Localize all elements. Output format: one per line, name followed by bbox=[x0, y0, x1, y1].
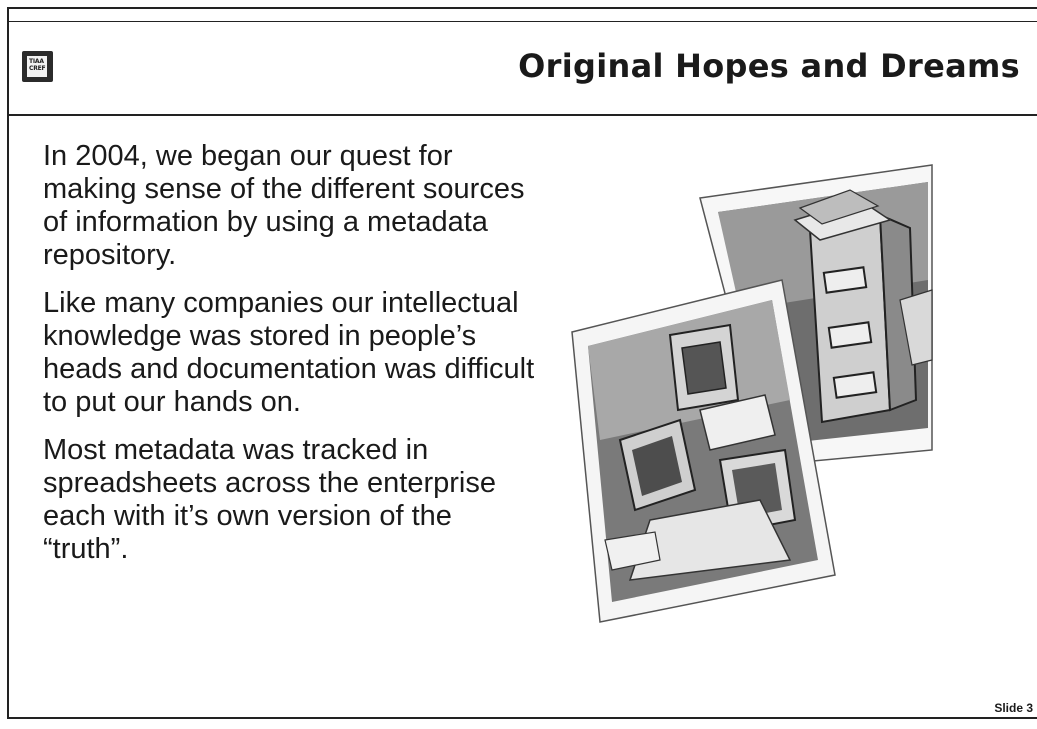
logo-text-cref: CREF bbox=[29, 65, 46, 72]
slide-number: Slide 3 bbox=[994, 701, 1033, 715]
paragraph-2: Like many companies our intellectual kno… bbox=[43, 287, 535, 418]
slide-title: Original Hopes and Dreams bbox=[518, 47, 1020, 85]
slide-header bbox=[7, 21, 1037, 116]
clutter-photos-icon bbox=[571, 164, 933, 623]
paragraph-3: Most metadata was tracked in spreadsheet… bbox=[43, 434, 496, 565]
paragraph-1: In 2004, we began our quest for making s… bbox=[43, 140, 525, 271]
slide-body: In 2004, we began our quest for making s… bbox=[43, 140, 543, 581]
logo-text-tiaa: TIAA bbox=[29, 58, 44, 65]
slide-frame bbox=[7, 7, 1037, 719]
tiaa-cref-logo: TIAA CREF bbox=[22, 51, 53, 82]
computer-pile-photo bbox=[571, 279, 836, 623]
